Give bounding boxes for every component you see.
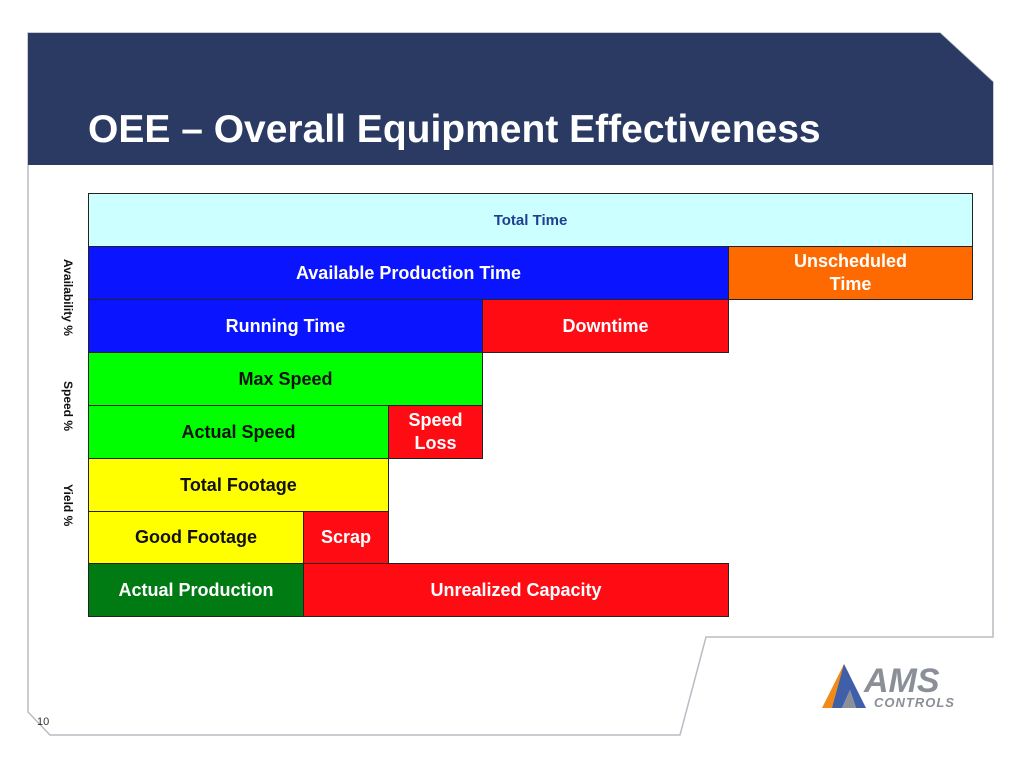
speed-loss-label: Speed Loss bbox=[408, 410, 463, 453]
scrap-label: Scrap bbox=[320, 527, 372, 547]
actual-speed-cell: Actual Speed bbox=[88, 405, 389, 459]
max-speed-cell: Max Speed bbox=[88, 352, 483, 406]
actual-production-cell: Actual Production bbox=[88, 563, 304, 617]
running-time-cell: Running Time bbox=[88, 299, 483, 353]
actual-speed-label: Actual Speed bbox=[181, 421, 296, 442]
total-time-label: Total Time bbox=[493, 211, 568, 229]
logo-text-main: AMS bbox=[863, 662, 940, 700]
logo-text-sub: CONTROLS bbox=[874, 695, 955, 710]
speed-label: Speed % bbox=[61, 381, 75, 432]
speed-loss-cell: Speed Loss bbox=[388, 405, 483, 459]
good-footage-cell: Good Footage bbox=[88, 511, 304, 564]
available-production-time-cell: Available Production Time bbox=[88, 246, 729, 300]
logo-triangle-blue bbox=[832, 664, 866, 708]
unrealized-capacity-cell: Unrealized Capacity bbox=[303, 563, 729, 617]
total-footage-cell: Total Footage bbox=[88, 458, 389, 512]
logo-triangle-grey bbox=[842, 690, 856, 708]
unscheduled-time-cell: Unscheduled Time bbox=[728, 246, 973, 300]
scrap-cell: Scrap bbox=[303, 511, 389, 564]
slide-title: OEE – Overall Equipment Effectiveness bbox=[88, 108, 821, 151]
available-production-time-label: Available Production Time bbox=[295, 262, 522, 283]
total-time-cell: Total Time bbox=[88, 193, 973, 247]
downtime-cell: Downtime bbox=[482, 299, 729, 353]
max-speed-label: Max Speed bbox=[238, 368, 333, 389]
ams-controls-logo: AMS CONTROLS bbox=[822, 662, 955, 710]
yield-label: Yield % bbox=[61, 484, 75, 527]
availability-label: Availability % bbox=[61, 259, 75, 336]
downtime-label: Downtime bbox=[562, 315, 649, 336]
actual-production-label: Actual Production bbox=[118, 579, 274, 600]
header-band bbox=[28, 33, 993, 165]
running-time-label: Running Time bbox=[225, 315, 346, 336]
unscheduled-time-label: Unscheduled Time bbox=[793, 251, 908, 294]
total-footage-label: Total Footage bbox=[180, 474, 297, 495]
page-number: 10 bbox=[37, 716, 50, 728]
unrealized-capacity-label: Unrealized Capacity bbox=[430, 579, 602, 600]
good-footage-label: Good Footage bbox=[135, 527, 257, 547]
